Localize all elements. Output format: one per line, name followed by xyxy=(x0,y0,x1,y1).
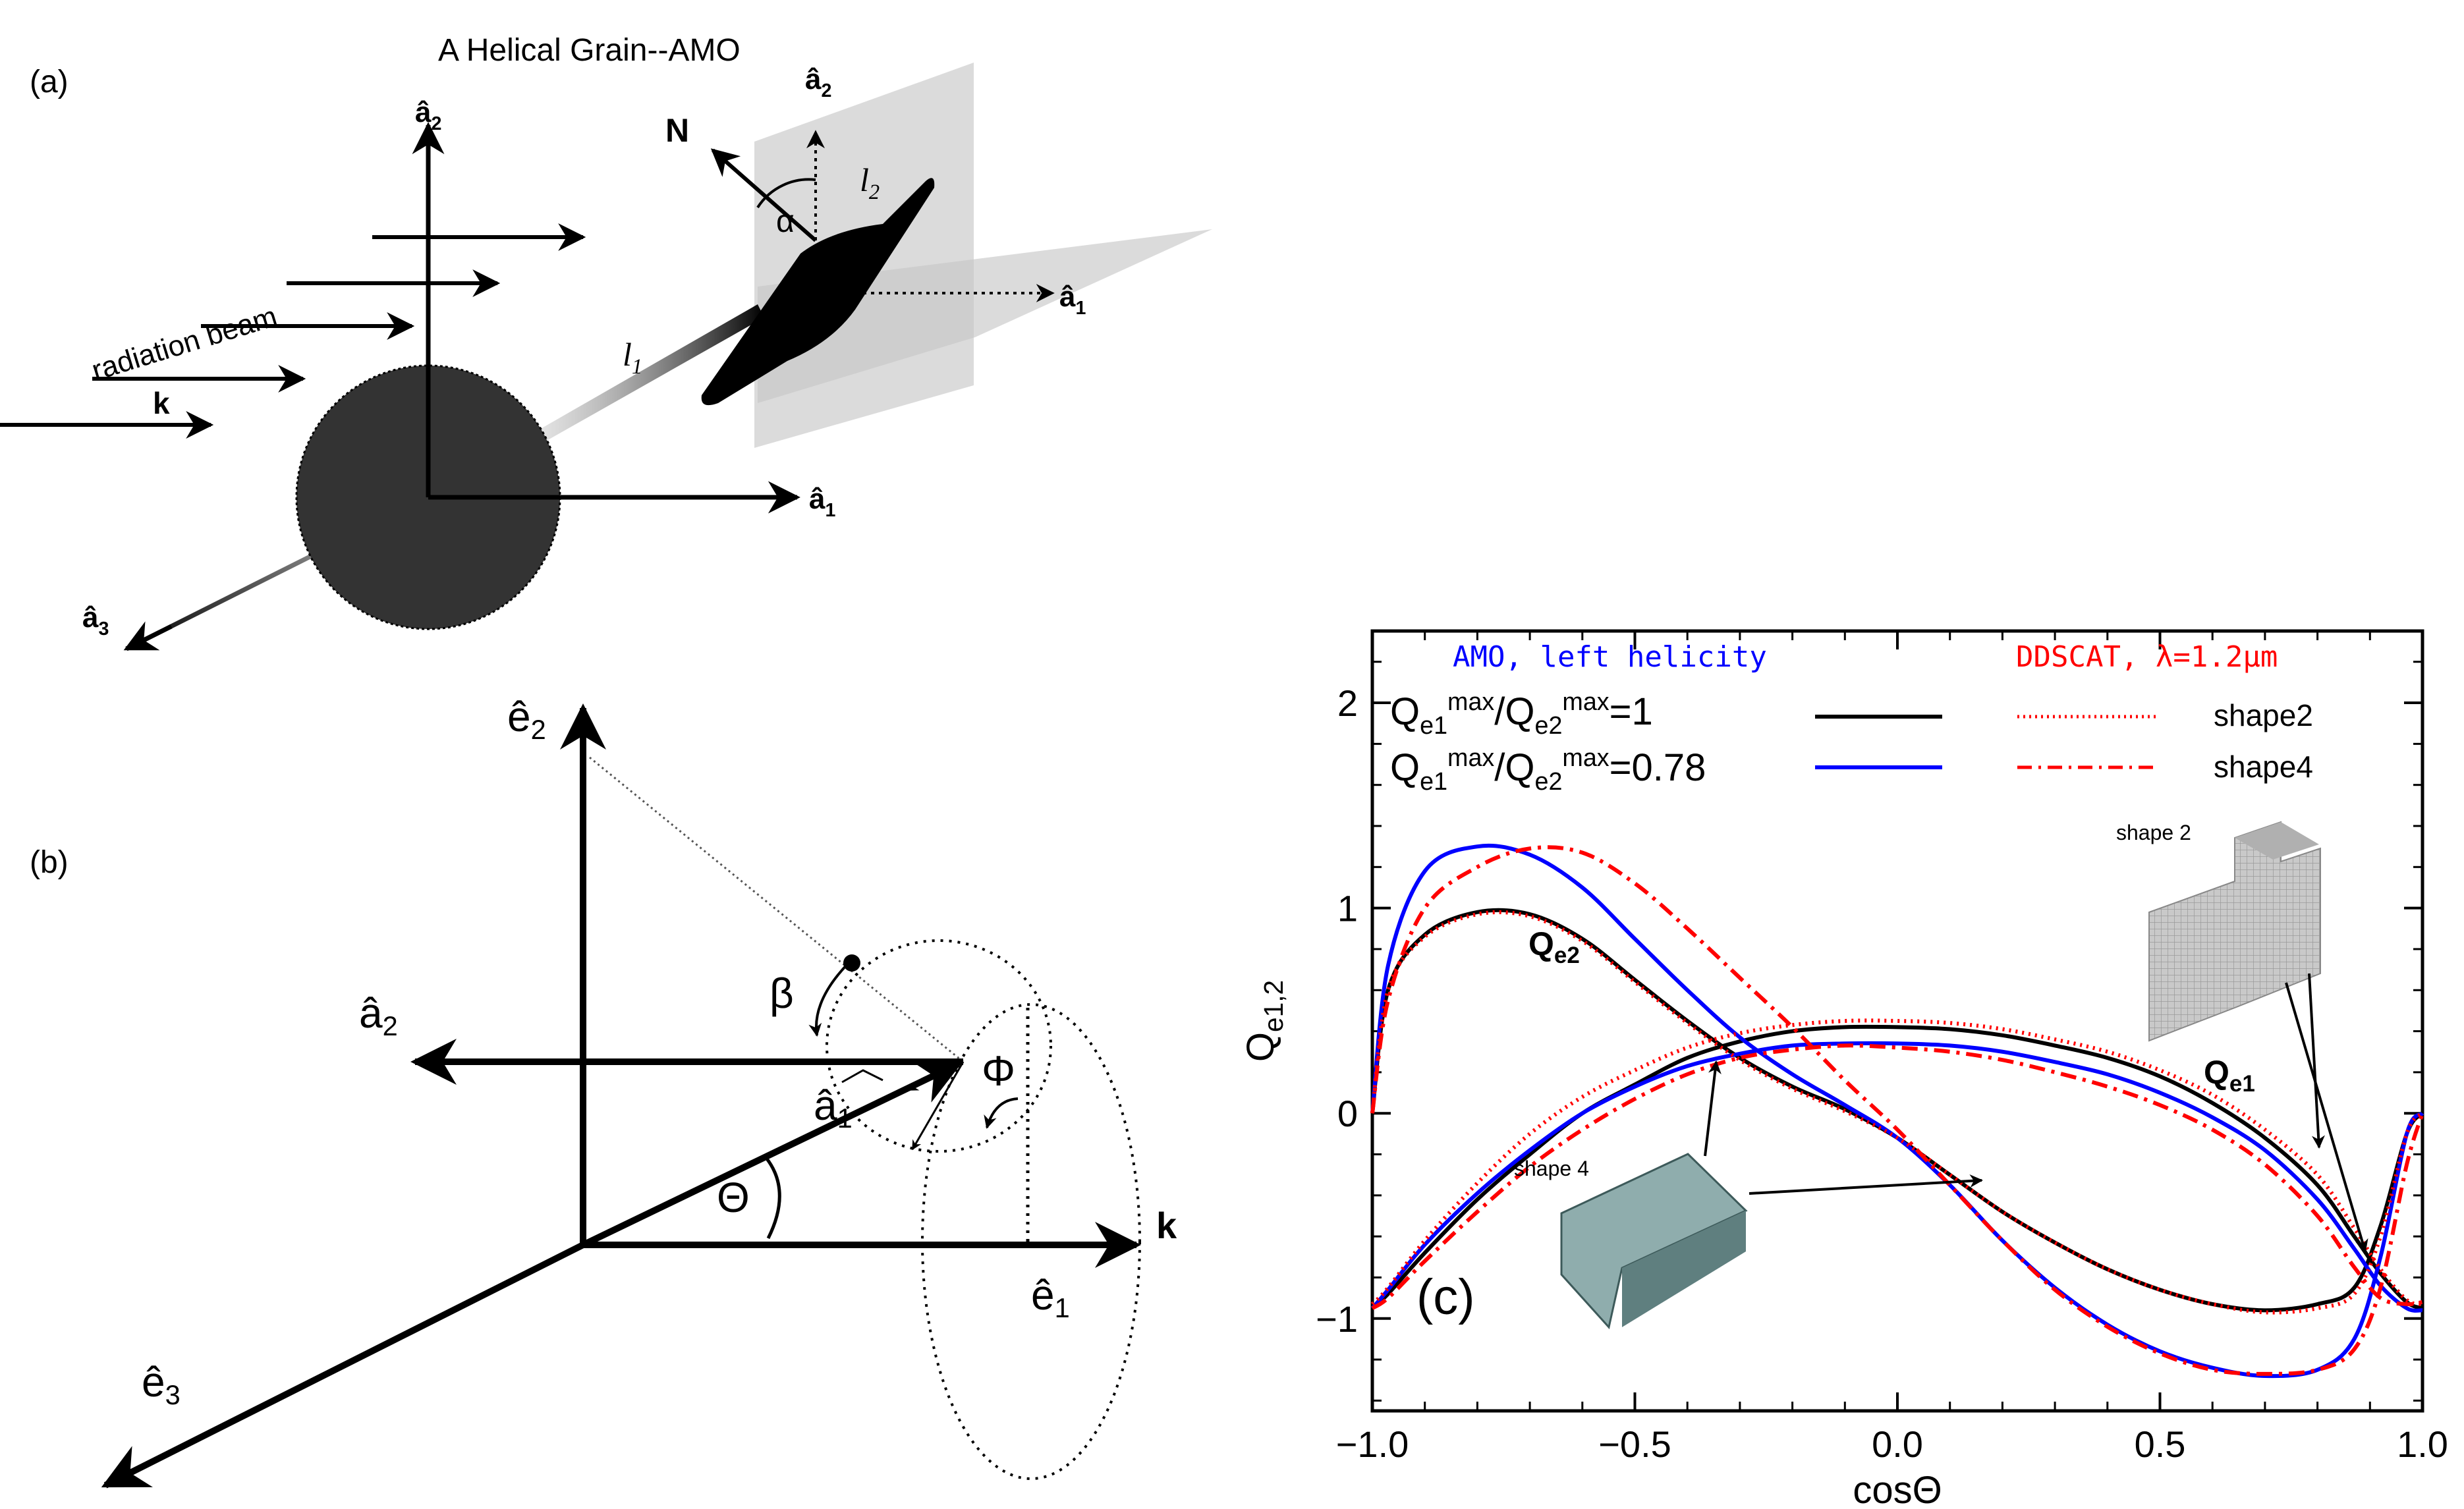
beam-k-label: k xyxy=(153,386,170,420)
inset-shape4-label: shape 4 xyxy=(1514,1157,1589,1180)
rod-l1 xyxy=(507,304,764,461)
inset-shape4-pointer-1 xyxy=(1704,1060,1722,1157)
y-tick-label: 1 xyxy=(1337,888,1358,929)
y-axis-label: Qe1,2 xyxy=(1239,980,1289,1062)
inset-shape2-label: shape 2 xyxy=(2116,821,2191,844)
y-tick-label: 0 xyxy=(1337,1093,1358,1134)
panel-b: (b) ê2​ â2​ â1​ β Φ Θ k ê1​ ê3​ xyxy=(30,693,1177,1489)
plane-a1-label: â1​ xyxy=(1059,281,1086,319)
a3-label: â3​ xyxy=(82,601,109,640)
beta-label: β xyxy=(770,970,794,1017)
a1-label-b: â1​ xyxy=(814,1082,853,1134)
e2-label: ê2​ xyxy=(507,693,546,745)
shape2-block xyxy=(2148,821,2321,1042)
series-qe1-amo-ratio-0-78 xyxy=(1370,1041,2423,1313)
e1-label: ê1​ xyxy=(1031,1271,1070,1323)
plane-a2-label: â2​ xyxy=(805,63,831,101)
theta-label: Θ xyxy=(717,1174,750,1221)
a1-small-bracket xyxy=(841,1069,883,1084)
k-tilted-arrow xyxy=(581,1060,963,1248)
panel-b-label: (b) xyxy=(30,845,69,880)
shape2-block-top xyxy=(2235,822,2319,860)
series-shape4-qe2 xyxy=(1370,845,2424,1376)
x-tick-label: −1.0 xyxy=(1336,1423,1409,1465)
panel-a: (a) A Helical Grain--AMO N α l2​ l1​ â2​… xyxy=(0,33,1212,651)
inset-shape2-pointer-1 xyxy=(2308,973,2325,1149)
beta-dot xyxy=(843,954,860,972)
y-tick-label: 2 xyxy=(1337,682,1358,724)
a3-axis-arrowhead xyxy=(123,621,173,651)
phi-label: Φ xyxy=(982,1047,1015,1095)
k-label-b: k xyxy=(1156,1205,1177,1246)
alpha-label: α xyxy=(776,204,795,239)
series-shape2-qe1 xyxy=(1370,1018,2423,1306)
normal-n-label: N xyxy=(665,112,689,149)
beta-precession-circle xyxy=(826,939,1052,1153)
l2-label: l2​ xyxy=(860,161,880,204)
a2-label: â2​ xyxy=(415,96,441,134)
legend-ratio2: Qe1max/Qe2max=0.78 xyxy=(1390,744,1706,795)
a1-small-vector xyxy=(908,1060,964,1091)
chart-ticks: −1.0 −0.5 0.0 0.5 1.0 −1 0 1 2 cosΘ Qe1,2 xyxy=(1239,631,2448,1509)
beta-arc xyxy=(808,962,850,1037)
legend-ratio1: Qe1max/Qe2max=1 xyxy=(1390,688,1653,739)
legend-shape2-label: shape2 xyxy=(2214,698,2313,732)
chart-curves xyxy=(1370,843,2424,1379)
curve-label-qe1: Qe1 xyxy=(2204,1054,2255,1097)
series-shape4-qe1 xyxy=(1371,1043,2423,1310)
alpha-arc xyxy=(756,178,816,209)
theta-arc xyxy=(765,1157,781,1240)
panel-a-label: (a) xyxy=(30,65,69,99)
series-qe1-amo-ratio-1 xyxy=(1370,1024,2424,1311)
x-axis-label: cosΘ xyxy=(1853,1469,1942,1509)
legend-amo-header: AMO, left helicity xyxy=(1453,640,1767,674)
a1-label: â1​ xyxy=(809,483,835,521)
x-tick-label: 0.0 xyxy=(1872,1423,1923,1465)
panel-a-title: A Helical Grain--AMO xyxy=(438,33,741,68)
inset-shape4: shape 4 xyxy=(1514,1060,1983,1330)
e2-guide-line xyxy=(589,756,964,1063)
x-tick-label: 1.0 xyxy=(2397,1423,2448,1465)
e3-axis xyxy=(101,1242,585,1489)
normal-n-arrow xyxy=(710,148,817,242)
y-tick-label: −1 xyxy=(1316,1298,1358,1340)
x-tick-label: 0.5 xyxy=(2135,1423,2186,1465)
inset-shape2: shape 2 xyxy=(2116,821,2368,1253)
inset-shape4-pointer-2 xyxy=(1749,1174,1983,1195)
curve-label-qe2: Qe2 xyxy=(1528,925,1580,968)
inset-shape2-pointer-2 xyxy=(2285,982,2368,1253)
beam-label: radiation beam xyxy=(88,300,281,387)
flake-l2 xyxy=(701,178,935,406)
e3-label: ê3​ xyxy=(142,1358,181,1410)
panel-c: −1.0 −0.5 0.0 0.5 1.0 −1 0 1 2 cosΘ Qe1,2 AMO, lef… xyxy=(1239,629,2448,1509)
legend-shape4-label: shape4 xyxy=(2214,750,2313,784)
a1-drop-vector xyxy=(911,1061,965,1151)
phi-arc xyxy=(984,1097,1019,1129)
panel-c-label: (c) xyxy=(1416,1269,1475,1325)
l1-label: l1​ xyxy=(623,336,642,379)
x-tick-label: −0.5 xyxy=(1598,1423,1671,1465)
legend-ddscat-header: DDSCAT, λ=1.2μm xyxy=(2016,640,2278,674)
a2-label-b: â2​ xyxy=(359,989,398,1041)
shape4-block-face xyxy=(1622,1211,1746,1327)
